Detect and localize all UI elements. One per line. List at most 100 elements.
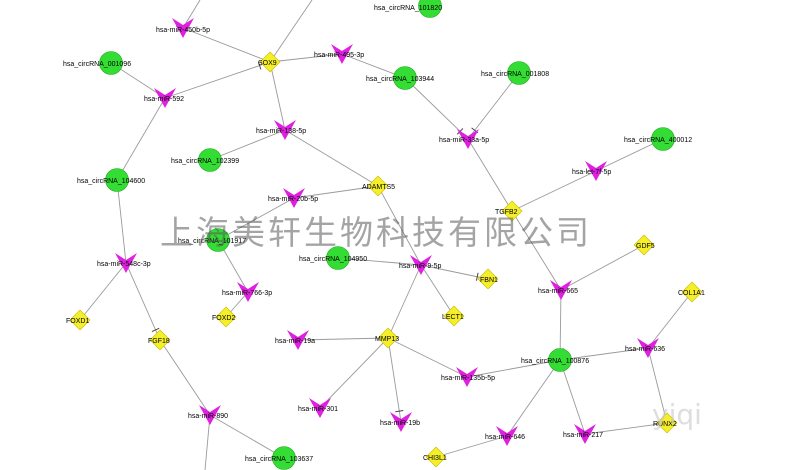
mirna-node-m19a[interactable]: hsa-miR-19a <box>275 330 315 350</box>
gene-node-sox9[interactable]: SOX9 <box>258 51 281 73</box>
circrna-node-c104600[interactable]: hsa_circRNA_104600 <box>77 168 145 192</box>
edges-layer <box>79 0 693 470</box>
gene-diamond <box>367 175 389 197</box>
mirna-node-m33a[interactable]: hsa-miR-33a-5p <box>439 129 489 149</box>
edge-m19a-mmp13 <box>297 337 389 341</box>
node-label: hsa-miR-592 <box>144 96 184 103</box>
gene-node-foxd2[interactable]: FOXD2 <box>212 306 237 328</box>
circrna-node-c100876[interactable]: hsa_circRNA_100876 <box>521 348 589 372</box>
mirna-node-m20b[interactable]: hsa-miR-20b-5p <box>268 188 318 208</box>
mirna-node-m450b[interactable]: hsa-miR-450b-5p <box>156 18 210 38</box>
edge-m138-adamts5 <box>284 129 379 187</box>
gene-node-runx2[interactable]: RUNX2 <box>653 412 678 434</box>
circrna-node-c400012[interactable]: hsa_circRNA_400012 <box>624 127 692 151</box>
edge-sox9-offtop2 <box>269 0 313 63</box>
edge-m890-offbottom <box>204 414 211 470</box>
mirna-node-m890[interactable]: hsa-miR-890 <box>188 405 228 425</box>
gene-diamond <box>633 234 655 256</box>
circrna-node-c101820[interactable]: hsa_circRNA_101820 <box>374 0 442 18</box>
gene-node-adamts5[interactable]: ADAMTS5 <box>362 175 395 197</box>
mirna-arrowhead <box>390 412 412 432</box>
mirna-arrowhead <box>496 426 518 446</box>
circrna-node-c104950[interactable]: hsa_circRNA_104950 <box>299 246 367 270</box>
node-label: hsa-miR-646 <box>485 434 525 441</box>
edge-m665-gdf5 <box>560 244 645 291</box>
mirna-node-m636[interactable]: hsa-miR-636 <box>625 338 665 358</box>
node-label: hsa_circRNA_102399 <box>171 158 239 165</box>
circrna-circle <box>393 66 417 90</box>
mirna-arrowhead <box>457 129 479 149</box>
edge-m217-runx2 <box>584 422 668 435</box>
circrna-node-c103637[interactable]: hsa_circRNA_103637 <box>245 446 313 470</box>
gene-node-fbn1[interactable]: FBN1 <box>477 268 499 290</box>
mirna-arrowhead <box>115 253 137 273</box>
node-label: hsa-miR-450b-5p <box>156 27 210 34</box>
node-label: TGFB2 <box>495 209 518 216</box>
mirna-arrowhead <box>172 18 194 38</box>
node-label: hsa-miR-135b-5p <box>441 375 495 382</box>
watermark-logo: yiqi <box>652 398 702 431</box>
node-label: FOXD1 <box>66 318 89 325</box>
mirna-node-m217[interactable]: hsa-miR-217 <box>563 424 603 444</box>
circrna-circle <box>105 168 129 192</box>
node-label: hsa-miR-19a <box>275 338 315 345</box>
circrna-node-c001808[interactable]: hsa_circRNA_001808 <box>481 61 549 85</box>
node-label: hsa-miR-636 <box>625 346 665 353</box>
watermark-text: 上海美轩生物科技有限公司 <box>160 213 592 252</box>
mirna-node-m766[interactable]: hsa-miR-766-3p <box>222 282 272 302</box>
mirna-node-m301[interactable]: hsa-miR-301 <box>298 398 338 418</box>
mirna-node-m138[interactable]: hsa-miR-138-5p <box>256 120 306 140</box>
mirna-node-m646[interactable]: hsa-miR-646 <box>485 426 525 446</box>
node-label: FOXD2 <box>212 315 235 322</box>
gene-diamond <box>501 200 523 222</box>
node-label: hsa_circRNA_104600 <box>77 178 145 185</box>
edge-col1a1-m636 <box>647 291 693 349</box>
gene-node-foxd1[interactable]: FOXD1 <box>66 309 91 331</box>
mirna-node-m495[interactable]: hsa-miR-495-3p <box>314 44 364 64</box>
edge-m450b-sox9 <box>182 27 271 63</box>
gene-node-col1a1[interactable]: COL1A1 <box>678 281 705 303</box>
edge-sox9-m495 <box>269 53 343 63</box>
gene-node-fgf18[interactable]: FGF18 <box>148 329 171 351</box>
gene-node-tgfb2[interactable]: TGFB2 <box>495 200 523 222</box>
mirna-node-m135b[interactable]: hsa-miR-135b-5p <box>441 367 495 387</box>
circrna-node-c102399[interactable]: hsa_circRNA_102399 <box>171 148 239 172</box>
inhibition-bar <box>395 410 404 413</box>
gene-node-chi3l1[interactable]: CHI3L1 <box>423 446 447 468</box>
mirna-node-m665[interactable]: hsa-miR-665 <box>538 280 578 300</box>
node-label: hsa-miR-217 <box>563 432 603 439</box>
edge-c104600-m548c <box>116 179 127 264</box>
mirna-arrowhead <box>287 330 309 350</box>
mirna-node-m548c[interactable]: hsa-miR-548c-3p <box>97 253 151 273</box>
circrna-node-c001096[interactable]: hsa_circRNA_001096 <box>63 51 131 75</box>
gene-node-mmp13[interactable]: MMP13 <box>375 327 399 349</box>
gene-diamond <box>681 281 703 303</box>
mirna-arrowhead <box>199 405 221 425</box>
node-label: hsa_circRNA_400012 <box>624 137 692 144</box>
mirna-node-m9[interactable]: hsa-miR-9-5p <box>399 255 442 275</box>
circrna-circle <box>326 246 350 270</box>
mirna-node-m19b[interactable]: hsa-miR-19b <box>380 412 420 432</box>
mirna-node-m592[interactable]: hsa-miR-592 <box>144 88 184 108</box>
gene-node-gdf5[interactable]: GDF5 <box>633 234 655 256</box>
mirna-arrowhead <box>331 44 353 64</box>
gene-node-lect1[interactable]: LECT1 <box>442 305 465 327</box>
circrna-node-c103944[interactable]: hsa_circRNA_103944 <box>366 66 434 90</box>
edge-m33a-tgfb2 <box>467 138 513 212</box>
gene-diamond <box>149 329 171 351</box>
mirna-arrowhead <box>309 398 331 418</box>
mirna-arrowhead <box>274 120 296 140</box>
edge-c104950-m9 <box>337 257 422 266</box>
edge-c400012-let7f <box>595 138 664 172</box>
mirna-node-let7f[interactable]: hsa-let-7f-5p <box>572 161 611 181</box>
mirna-arrowhead <box>550 280 572 300</box>
circrna-node-c101917[interactable]: hsa_circRNA_101917 <box>178 228 246 252</box>
gene-diamond <box>215 306 237 328</box>
edge-c100876-m646 <box>506 359 561 437</box>
node-label: FBN1 <box>480 277 498 284</box>
node-label: hsa-miR-20b-5p <box>268 196 318 203</box>
node-label: hsa-let-7f-5p <box>572 169 611 176</box>
circrna-circle <box>99 51 123 75</box>
mirna-arrowhead <box>154 88 176 108</box>
